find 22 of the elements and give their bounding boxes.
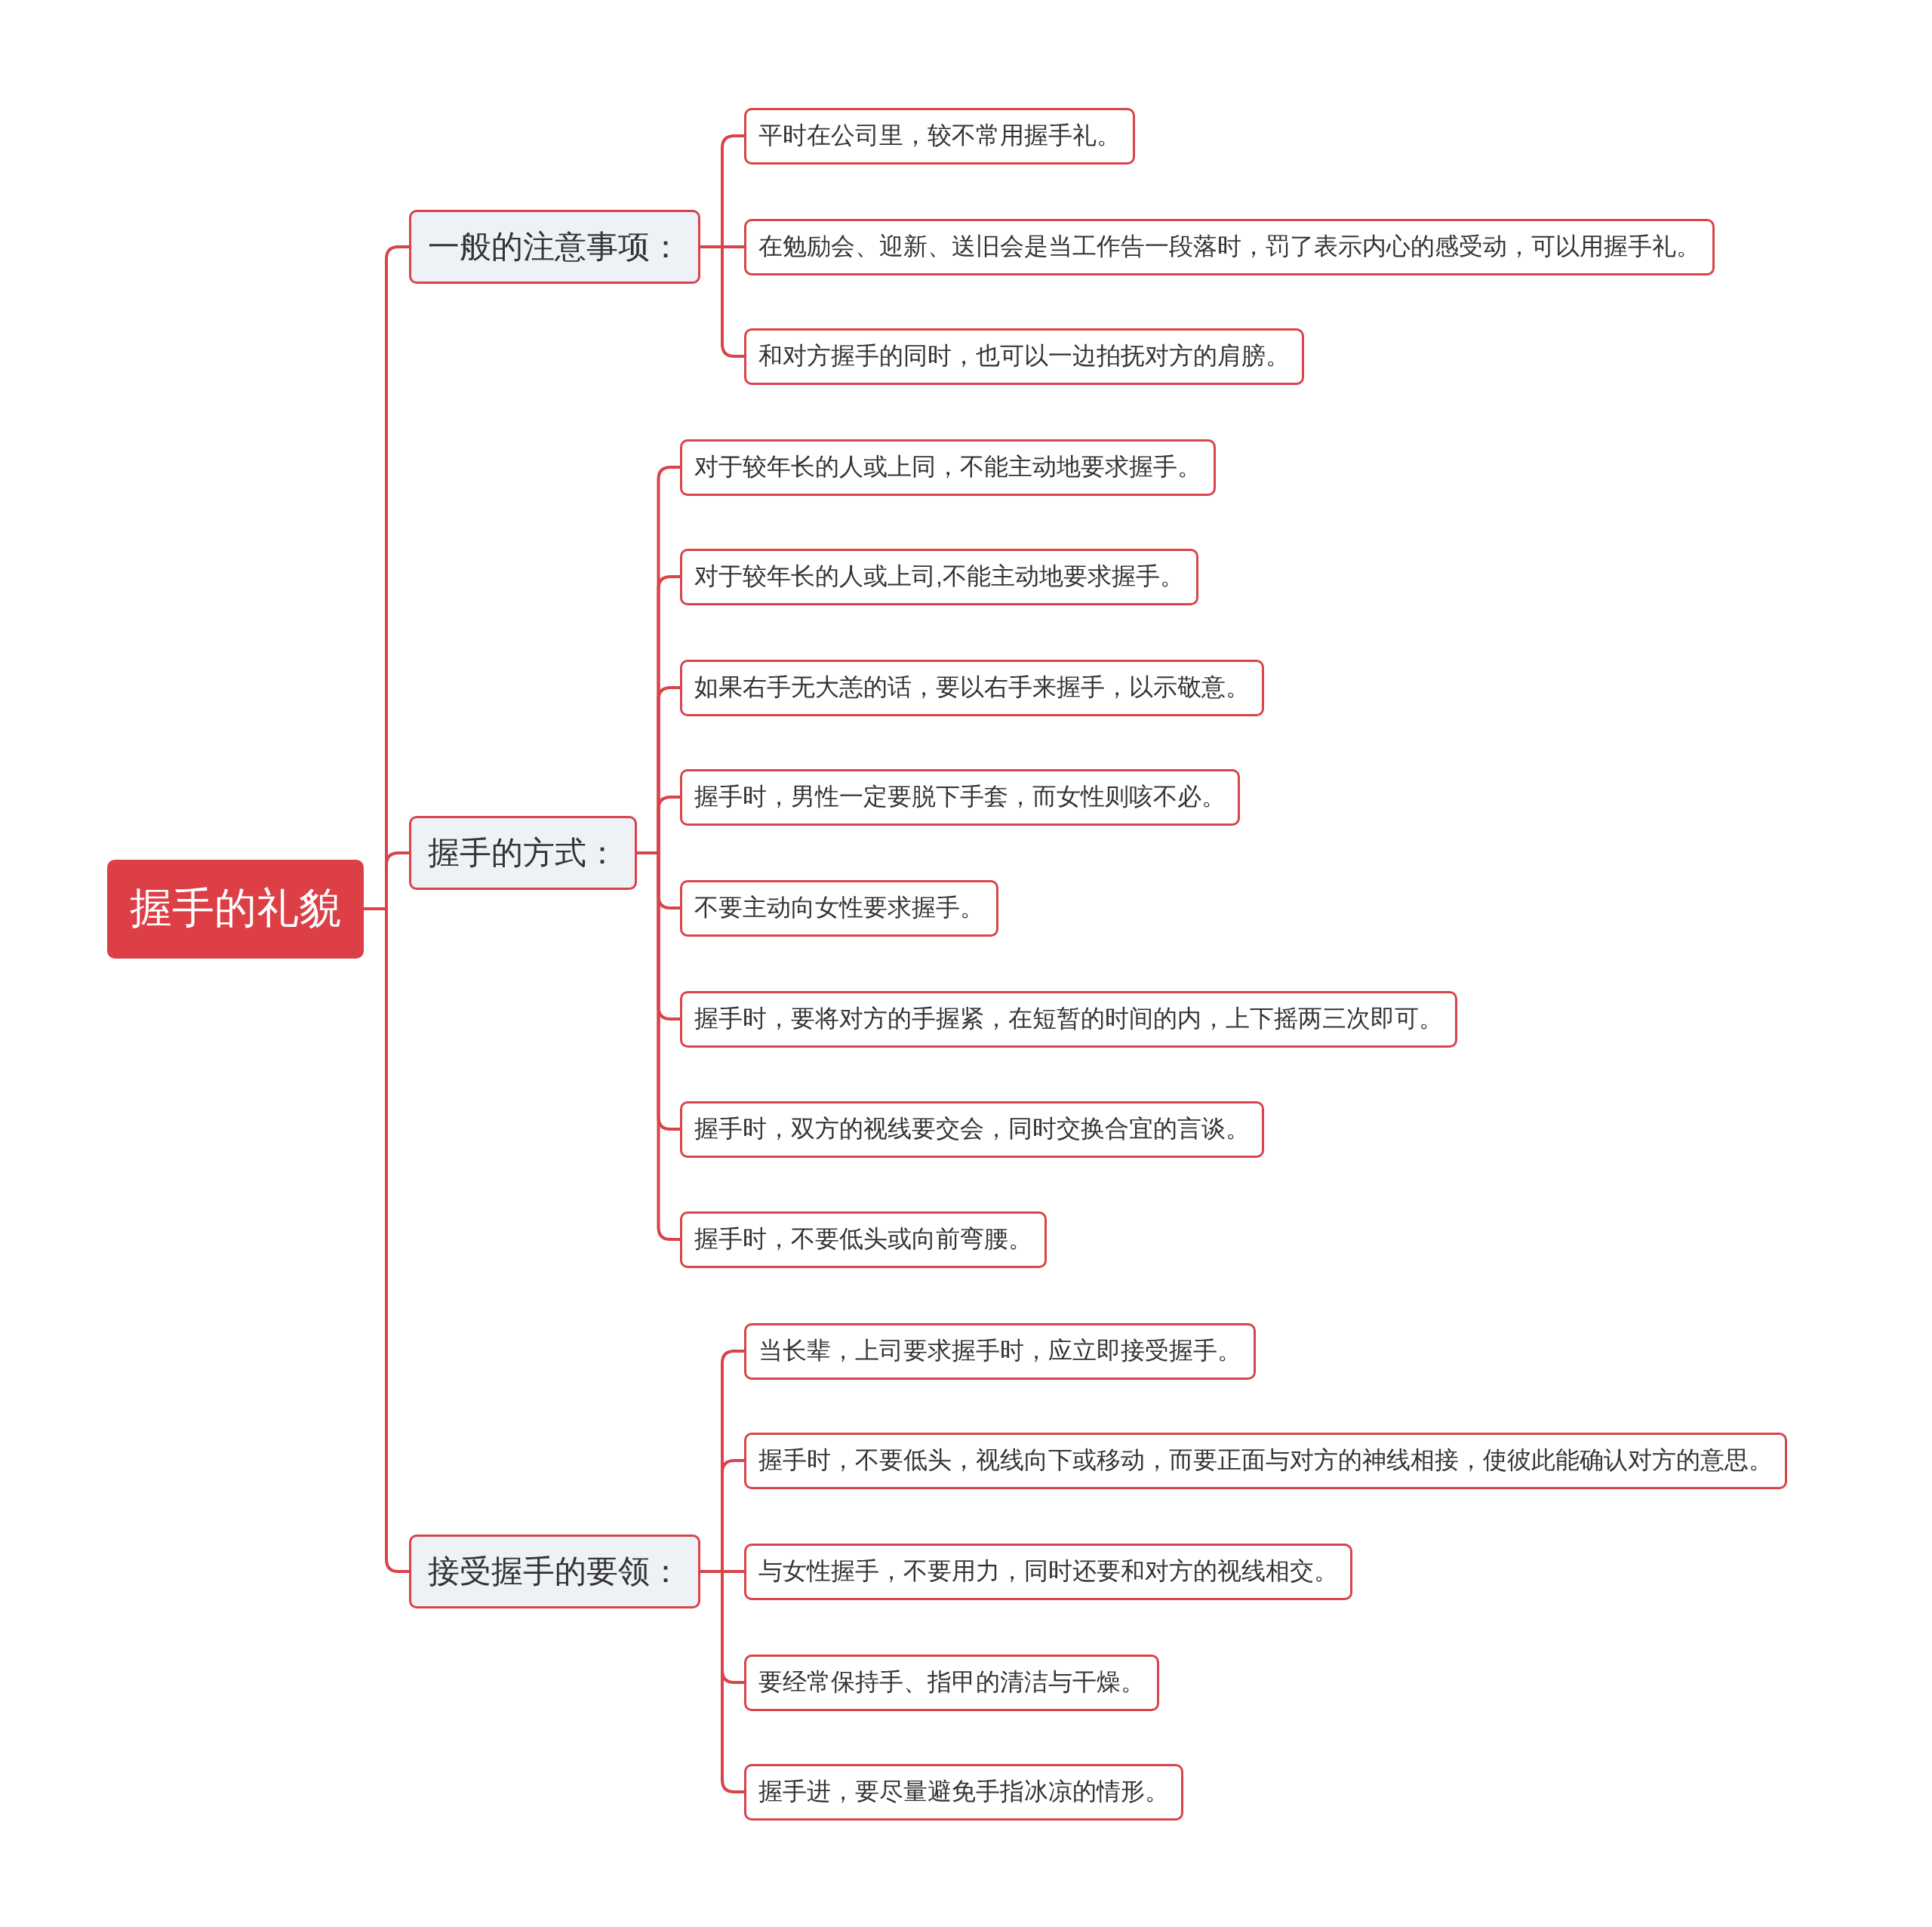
- subtopic-box: 平时在公司里，较不常用握手礼。: [744, 107, 1135, 165]
- subtopic-box: 对于较年长的人或上同，不能主动地要求握手。: [680, 439, 1216, 496]
- subtopic-box: 如果右手无大恙的话，要以右手来握手，以示敬意。: [680, 659, 1264, 716]
- connector-line: [700, 1570, 744, 1793]
- root-topic-box: 握手的礼貌: [107, 859, 364, 959]
- connector-line: [637, 851, 680, 1241]
- subtopic-box: 握手时，不要低头或向前弯腰。: [680, 1211, 1047, 1268]
- subtopic-box: 握手时，不要低头，视线向下或移动，而要正面与对方的神线相接，使彼此能确认对方的意思。: [744, 1432, 1787, 1489]
- subtopic-box: 不要主动向女性要求握手。: [680, 879, 998, 937]
- subtopic-box: 当长辈，上司要求握手时，应立即接受握手。: [744, 1322, 1256, 1380]
- subtopic-box: 握手时，要将对方的手握紧，在短暂的时间的内，上下摇两三次即可。: [680, 990, 1457, 1048]
- subtopic-box: 和对方握手的同时，也可以一边拍抚对方的肩膀。: [744, 328, 1304, 385]
- subtopic-box: 对于较年长的人或上司,不能主动地要求握手。: [680, 548, 1198, 605]
- subtopic-box: 在勉励会、迎新、送旧会是当工作告一段落时，罚了表示内心的感受动，可以用握手礼。: [744, 218, 1715, 276]
- subtopic-box: 与女性握手，不要用力，同时还要和对方的视线相交。: [744, 1543, 1352, 1600]
- topic-box: 一般的注意事项：: [409, 210, 700, 284]
- subtopic-box: 要经常保持手、指甲的清洁与干燥。: [744, 1654, 1159, 1711]
- subtopic-box: 握手时，双方的视线要交会，同时交换合宜的言谈。: [680, 1100, 1264, 1158]
- subtopic-box: 握手进，要尽量避免手指冰凉的情形。: [744, 1763, 1183, 1821]
- subtopic-box: 握手时，男性一定要脱下手套，而女性则咳不必。: [680, 768, 1240, 826]
- topic-box: 握手的方式：: [409, 816, 637, 890]
- topic-box: 接受握手的要领：: [409, 1535, 700, 1608]
